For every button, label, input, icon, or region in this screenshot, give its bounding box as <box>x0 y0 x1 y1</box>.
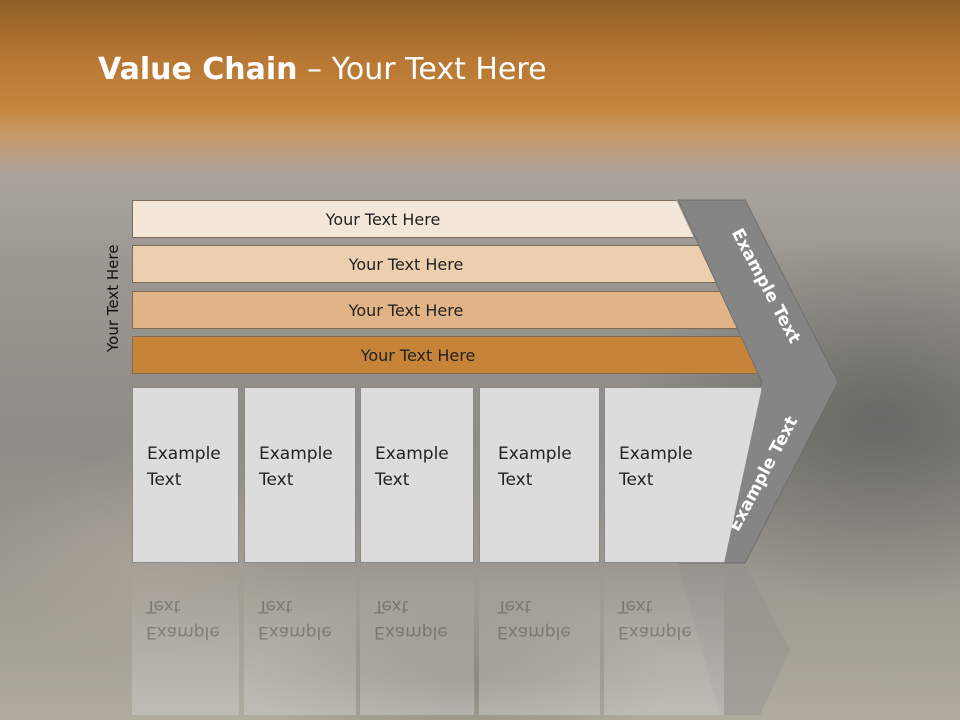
band-2: Your Text Here <box>132 245 740 283</box>
slide-title-bold: Value Chain <box>98 52 298 87</box>
box-4: Example Text <box>479 387 600 563</box>
box-3-reflection: Example Text <box>360 565 474 715</box>
title-bar: Value Chain – Your Text Here <box>0 0 960 140</box>
box-5-line1: Example <box>619 444 693 464</box>
box-4-reflection-line2: Text <box>497 596 532 616</box>
box-1-reflection: Example Text <box>132 565 239 715</box>
box-1-reflection-line1: Example <box>146 622 220 642</box>
box-4-reflection-line1: Example <box>497 622 571 642</box>
box-1-line2: Text <box>147 470 182 490</box>
vertical-label: Your Text Here <box>104 244 122 352</box>
band-2-label: Your Text Here <box>348 254 464 274</box>
box-1-line1: Example <box>147 444 221 464</box>
box-2-reflection-line2: Text <box>258 596 293 616</box>
box-2-line1: Example <box>259 444 333 464</box>
box-1-reflection-line2: Text <box>146 596 181 616</box>
box-4-reflection: Example Text <box>479 565 600 715</box>
band-4: Your Text Here <box>132 336 764 374</box>
box-4-line2: Text <box>498 470 533 490</box>
box-3-reflection-line1: Example <box>374 622 448 642</box>
band-1: Your Text Here <box>132 200 694 238</box>
band-3: Your Text Here <box>132 291 740 329</box>
band-1-label: Your Text Here <box>325 209 441 229</box>
box-5-reflection-line2: Text <box>618 596 653 616</box>
box-2-line2: Text <box>259 470 294 490</box>
slide-title-rest: – Your Text Here <box>297 52 547 87</box>
box-2: Example Text <box>244 387 356 563</box>
band-3-label: Your Text Here <box>348 300 464 320</box>
box-3: Example Text <box>360 387 474 563</box>
box-2-reflection: Example Text <box>244 565 356 715</box>
box-2-reflection-line1: Example <box>258 622 332 642</box>
box-5-reflection: Example Text <box>604 565 724 715</box>
box-3-line2: Text <box>375 470 410 490</box>
box-5-reflection-line1: Example <box>618 622 692 642</box>
box-4-line1: Example <box>498 444 572 464</box>
box-5-line2: Text <box>619 470 654 490</box>
box-3-reflection-line2: Text <box>374 596 409 616</box>
band-4-label: Your Text Here <box>360 345 476 365</box>
slide-title: Value Chain – Your Text Here <box>98 52 547 87</box>
box-3-line1: Example <box>375 444 449 464</box>
box-1: Example Text <box>132 387 239 563</box>
